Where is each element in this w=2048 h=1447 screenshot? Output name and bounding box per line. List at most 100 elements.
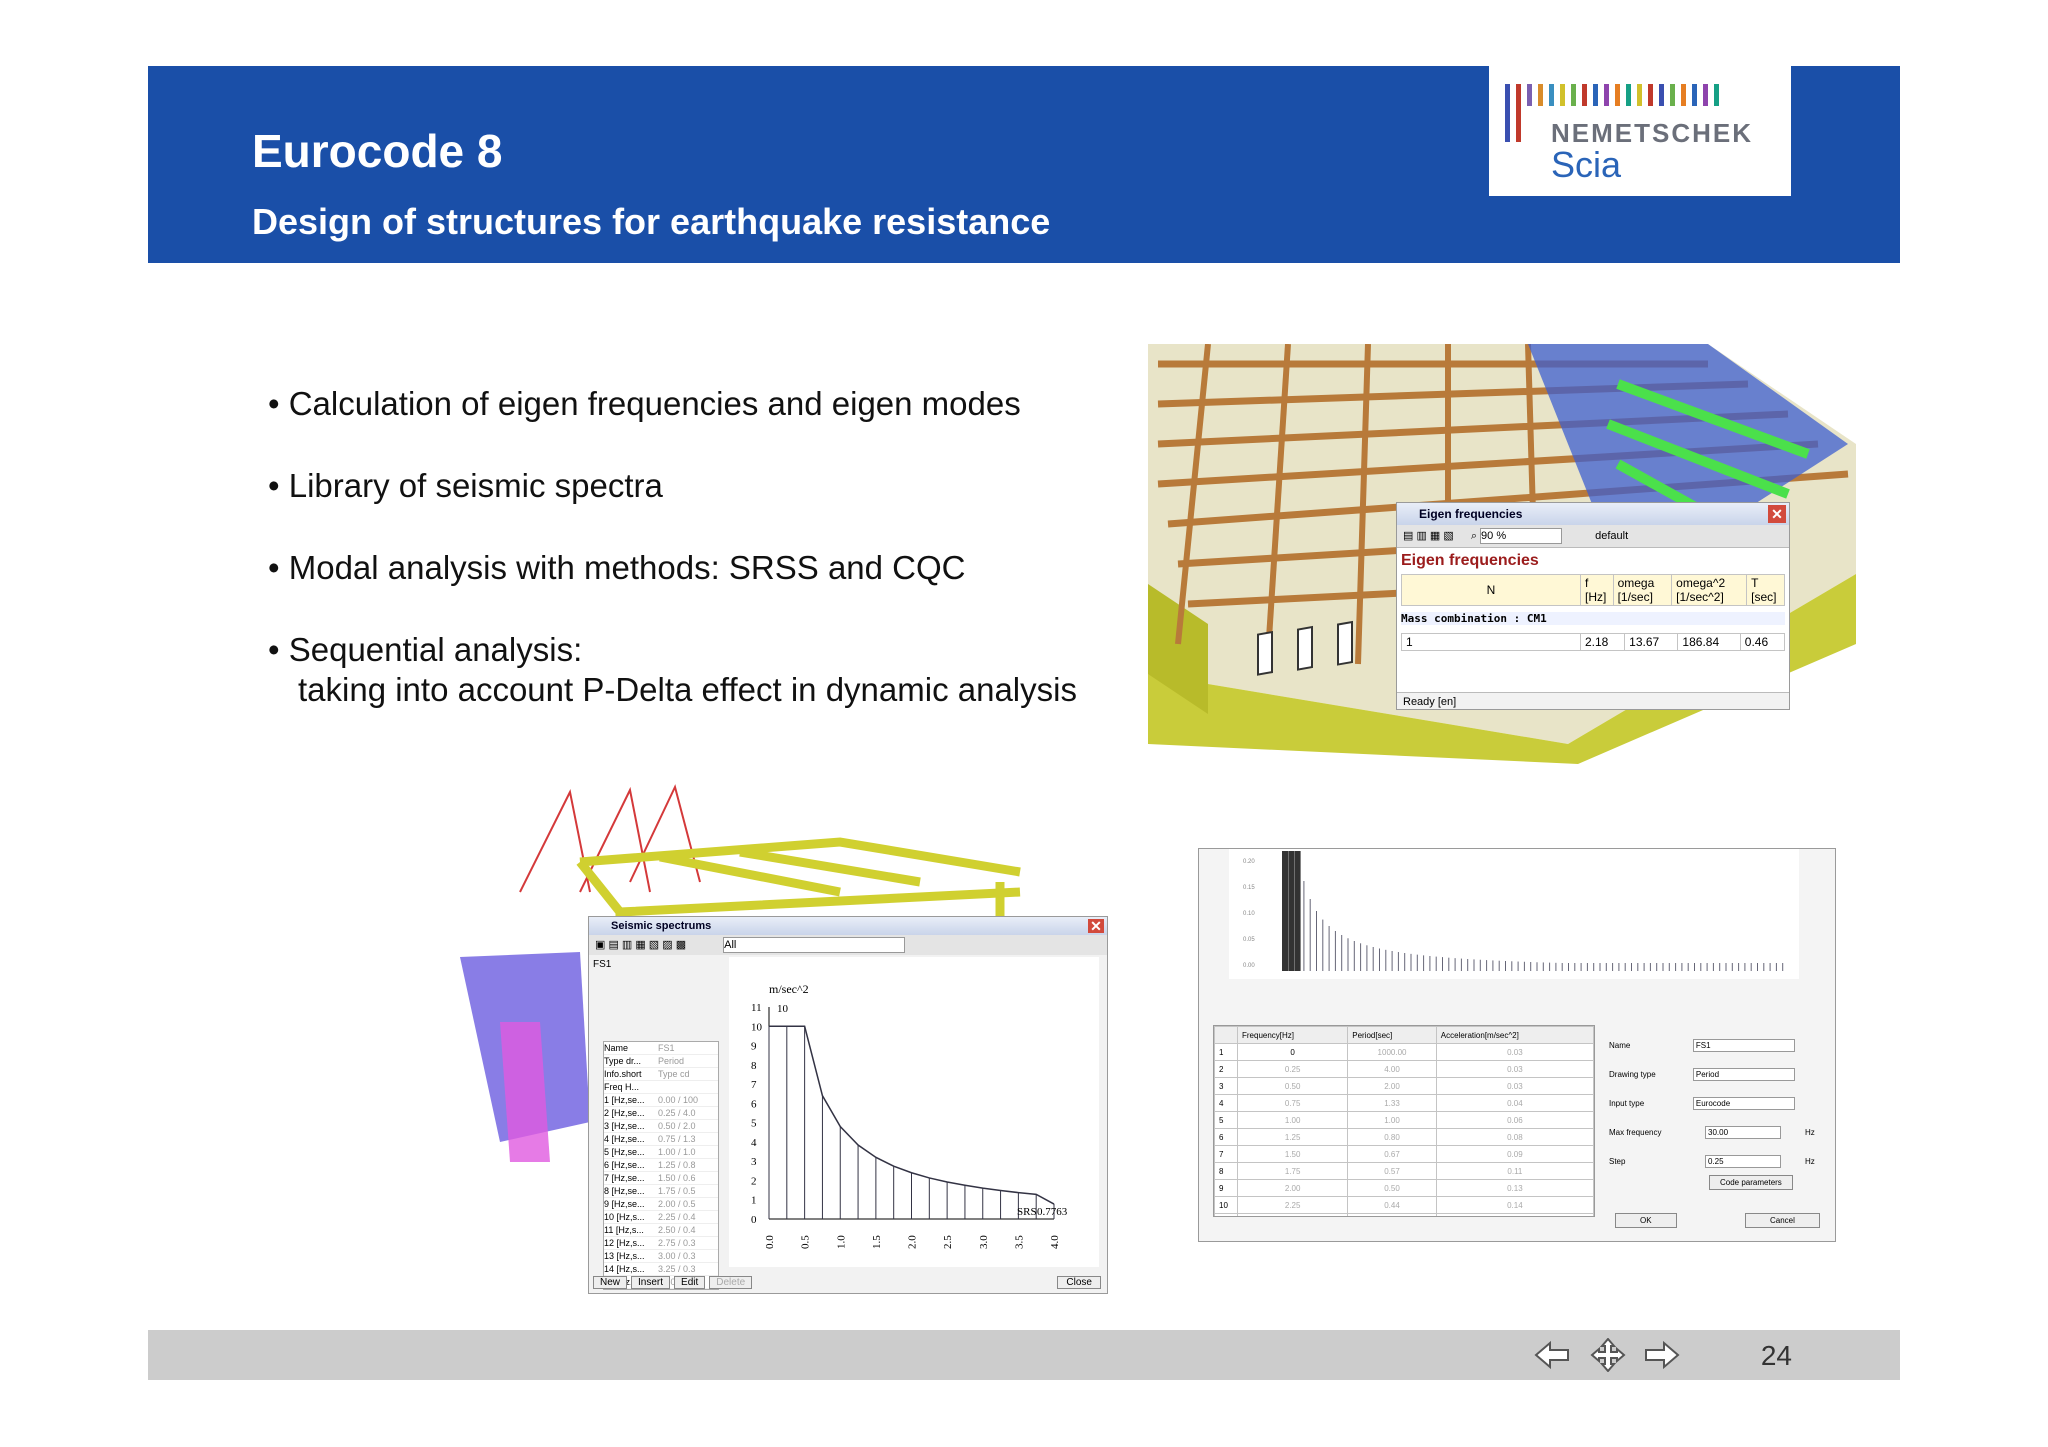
x-tick-label: 3.5 xyxy=(1013,1235,1025,1249)
property-row[interactable]: 4 [Hz,se...0.75 / 1.3 xyxy=(604,1133,718,1146)
table-cell: 0.08 xyxy=(1435,1128,1594,1146)
table-cell: 0.50 xyxy=(1347,1179,1437,1197)
edit-button[interactable]: Edit xyxy=(674,1276,706,1289)
field-value[interactable]: Period xyxy=(1692,1068,1795,1081)
toolbar-icons[interactable]: ▣ ▤ ▥ ▦ ▧ ▨ ▩ xyxy=(595,939,687,951)
slide-footer: 24 xyxy=(148,1330,1900,1380)
spectrum-table: Frequency[Hz] Period[sec] Acceleration[m… xyxy=(1213,1025,1595,1217)
spectrum-item[interactable]: FS1 xyxy=(593,959,612,970)
property-row[interactable]: Type dr...Period xyxy=(604,1055,718,1068)
property-row[interactable]: 2 [Hz,se...0.25 / 4.0 xyxy=(604,1107,718,1120)
window-title-bar: Seismic spectrums ✕ xyxy=(589,917,1107,935)
code-parameters-button[interactable]: Code parameters xyxy=(1709,1175,1793,1190)
table-cell: 0.67 xyxy=(1347,1145,1437,1163)
previous-arrow-icon[interactable] xyxy=(1534,1338,1570,1372)
table-cell: 1.00 xyxy=(1347,1111,1437,1129)
property-row[interactable]: 3 [Hz,se...0.50 / 2.0 xyxy=(604,1120,718,1133)
field-value[interactable]: Eurocode xyxy=(1692,1097,1795,1110)
eigen-table: N f [Hz] omega [1/sec] omega^2 [1/sec^2]… xyxy=(1401,574,1785,606)
x-tick-label: 1.0 xyxy=(835,1235,847,1249)
bullet-item: • Modal analysis with methods: SRSS and … xyxy=(268,549,966,586)
field-value[interactable]: 30.00 xyxy=(1705,1126,1781,1139)
bullet-item: • Library of seismic spectra xyxy=(268,467,663,504)
property-row[interactable]: 6 [Hz,se...1.25 / 0.8 xyxy=(604,1159,718,1172)
property-row[interactable]: 5 [Hz,se...1.00 / 1.0 xyxy=(604,1146,718,1159)
ok-button[interactable]: OK xyxy=(1615,1213,1677,1228)
property-row[interactable]: 13 [Hz,s...3.00 / 0.3 xyxy=(604,1250,718,1263)
row-index: 6 xyxy=(1214,1128,1238,1146)
row-f: 2.18 xyxy=(1579,633,1626,651)
cancel-button[interactable]: Cancel xyxy=(1745,1213,1820,1228)
col-n: N xyxy=(1401,574,1581,606)
row-omega2: 186.84 xyxy=(1677,633,1741,651)
table-cell: 0.04 xyxy=(1435,1094,1594,1112)
field-value[interactable]: 0.25 xyxy=(1705,1155,1781,1168)
property-row[interactable]: 10 [Hz,s...2.25 / 0.4 xyxy=(604,1211,718,1224)
style-select[interactable]: default xyxy=(1595,530,1629,542)
filter-select[interactable]: All xyxy=(723,937,906,953)
logo-bars xyxy=(1505,84,1775,142)
bullet-list: • Calculation of eigen frequencies and e… xyxy=(268,384,1077,710)
preview-y-tick: 0.05 xyxy=(1243,937,1255,943)
row-index: 11 xyxy=(1214,1213,1238,1216)
y-tick-label: 10 xyxy=(751,1021,763,1033)
y-tick-label: 2 xyxy=(751,1175,757,1187)
col-omega: omega [1/sec] xyxy=(1612,574,1673,606)
row-omega: 13.67 xyxy=(1624,633,1679,651)
property-row[interactable]: 9 [Hz,se...2.00 / 0.5 xyxy=(604,1198,718,1211)
new-button[interactable]: New xyxy=(593,1276,628,1289)
table-row[interactable]: 112.500.400.16 xyxy=(1214,1213,1594,1216)
col-period: Period[sec] xyxy=(1347,1026,1437,1044)
property-value: 0.25 / 4.0 xyxy=(658,1108,696,1118)
table-cell: 0.16 xyxy=(1435,1213,1594,1216)
move-cross-icon[interactable] xyxy=(1586,1338,1630,1372)
property-key: 10 [Hz,s... xyxy=(604,1212,645,1222)
property-row[interactable]: 11 [Hz,s...2.50 / 0.4 xyxy=(604,1224,718,1237)
property-value: 0.75 / 1.3 xyxy=(658,1134,696,1144)
insert-button[interactable]: Insert xyxy=(631,1276,671,1289)
close-icon[interactable]: ✕ xyxy=(1768,505,1786,523)
eigen-row[interactable]: 1 2.18 13.67 186.84 0.46 xyxy=(1401,633,1786,651)
next-arrow-icon[interactable] xyxy=(1644,1338,1680,1372)
property-key: 12 [Hz,s... xyxy=(604,1238,645,1248)
close-icon[interactable]: ✕ xyxy=(1088,919,1104,933)
row-index: 4 xyxy=(1214,1094,1238,1112)
table-cell: 1.50 xyxy=(1236,1145,1349,1163)
property-row[interactable]: Freq H... xyxy=(604,1081,718,1094)
close-button[interactable]: Close xyxy=(1057,1276,1101,1289)
row-n: 1 xyxy=(1401,633,1581,651)
property-row[interactable]: 12 [Hz,s... 2.75 / 0.3 xyxy=(604,1237,718,1250)
property-value: 3.00 / 0.3 xyxy=(658,1251,696,1261)
delete-button[interactable]: Delete xyxy=(709,1276,753,1289)
property-row[interactable]: 14 [Hz,s...3.25 / 0.3 xyxy=(604,1263,718,1276)
table-cell: 1.00 xyxy=(1236,1111,1349,1129)
logo-name: NEMETSCHEK xyxy=(1551,118,1754,148)
field-value[interactable]: FS1 xyxy=(1692,1039,1795,1052)
property-key: 14 [Hz,s... xyxy=(604,1264,645,1274)
table-cell: 2.50 xyxy=(1236,1213,1349,1216)
property-value: 2.50 / 0.4 xyxy=(658,1225,696,1235)
property-row[interactable]: 1 [Hz,se...0.00 / 100 xyxy=(604,1094,718,1107)
property-row[interactable]: 8 [Hz,se...1.75 / 0.5 xyxy=(604,1185,718,1198)
row-index: 5 xyxy=(1214,1111,1238,1129)
property-value: 2.75 / 0.3 xyxy=(658,1238,696,1248)
spectrum-table-window: 0.200.150.100.050.000.00.51.01.52.02.53.… xyxy=(1198,848,1836,1242)
property-row[interactable]: 7 [Hz,se...1.50 / 0.6 xyxy=(604,1172,718,1185)
property-value: 1.00 / 1.0 xyxy=(658,1147,696,1157)
zoom-select[interactable]: 90 % xyxy=(1480,528,1563,544)
property-key: 3 [Hz,se... xyxy=(604,1121,645,1131)
print-icon[interactable]: ▤ ▥ ▦ ▧ xyxy=(1403,530,1454,542)
